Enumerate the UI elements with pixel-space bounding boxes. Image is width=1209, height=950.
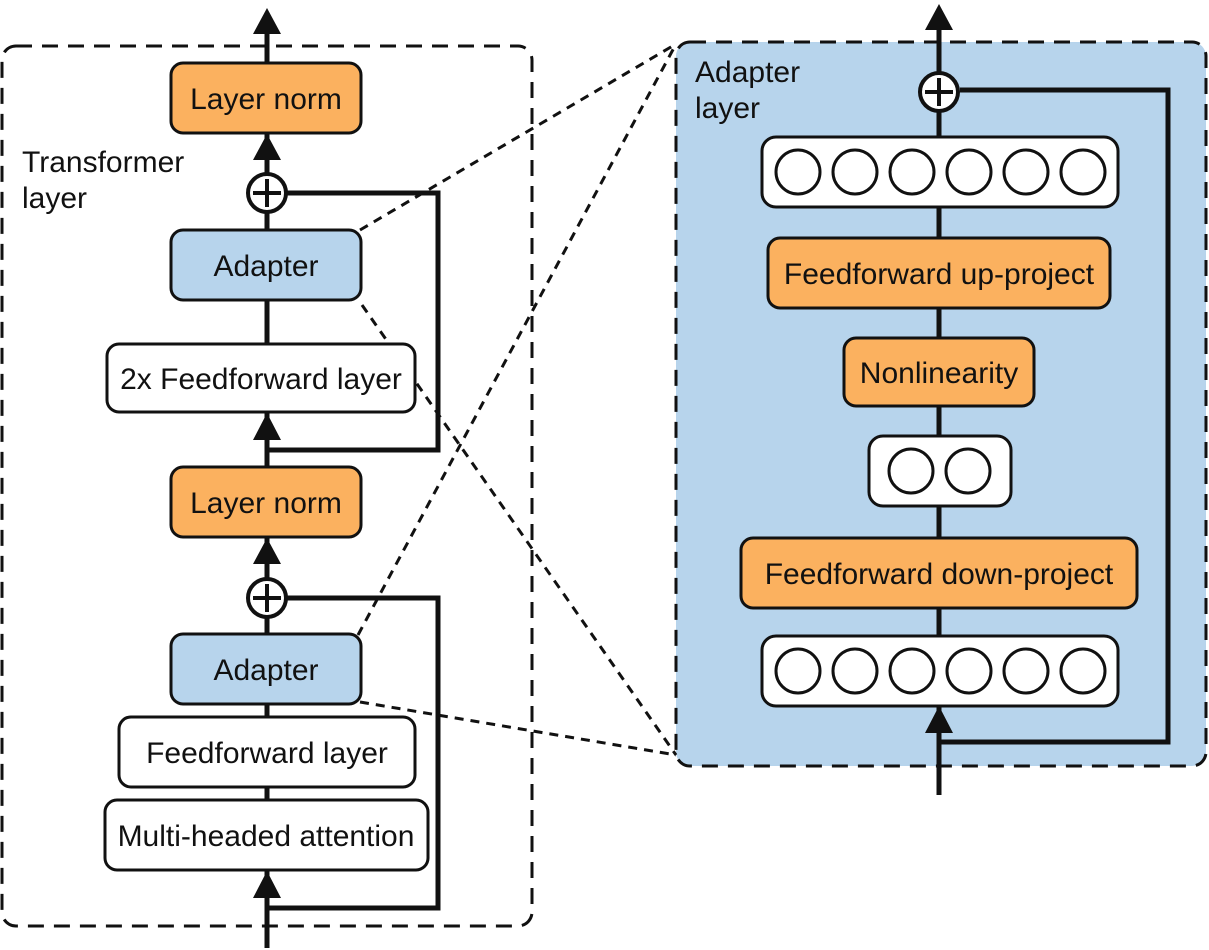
attention-box: Multi-headed attention	[103, 798, 430, 872]
neuron	[945, 148, 993, 196]
svg-text:Feedforward layer: Feedforward layer	[146, 737, 388, 770]
svg-text:Multi-headed attention: Multi-headed attention	[118, 820, 415, 853]
svg-text:Layer norm: Layer norm	[190, 83, 342, 116]
adapter-add-node	[918, 71, 960, 113]
transformer-layer-label-line2: layer	[22, 182, 87, 215]
upper-adapter-box: Adapter	[169, 228, 363, 302]
adapter-lower-neuron-row	[760, 634, 1120, 708]
svg-text:2x Feedforward layer: 2x Feedforward layer	[120, 363, 402, 396]
adapter-layer-label-line2: layer	[695, 92, 760, 125]
neuron	[944, 447, 992, 495]
neuron	[1059, 148, 1107, 196]
svg-text:Nonlinearity: Nonlinearity	[860, 357, 1018, 390]
transformer-input-arrow	[253, 871, 281, 898]
mid-layer-norm-box: Layer norm	[169, 465, 363, 539]
neuron	[1002, 647, 1050, 695]
adapter-output-arrow	[925, 4, 953, 30]
adapter-skip-connection	[939, 87, 1171, 745]
zoom-connector-lines	[356, 42, 678, 757]
transformer-upper-skip-connection	[267, 190, 441, 453]
neuron	[831, 647, 879, 695]
ff-2x-box: 2x Feedforward layer	[105, 342, 417, 414]
transformer-upper-add-node	[246, 172, 288, 214]
neuron	[888, 647, 936, 695]
arrow-into-top-layer-norm	[253, 134, 281, 160]
transformer-output-arrow	[253, 8, 281, 34]
neuron	[774, 647, 822, 695]
neuron	[888, 148, 936, 196]
transformer-layer-label-line1: Transformer	[22, 146, 184, 179]
neuron	[1002, 148, 1050, 196]
neuron	[887, 447, 935, 495]
svg-text:Layer norm: Layer norm	[190, 487, 342, 520]
neuron	[774, 148, 822, 196]
nonlinearity-box: Nonlinearity	[842, 336, 1036, 408]
adapter-bottleneck-neuron-row	[867, 434, 1013, 508]
neuron	[831, 148, 879, 196]
adapter-layer-label-line1: Adapter	[695, 56, 800, 89]
top-layer-norm-box: Layer norm	[169, 61, 363, 135]
svg-text:Feedforward down-project: Feedforward down-project	[765, 558, 1114, 591]
svg-text:Adapter: Adapter	[213, 654, 318, 687]
ff-up-project-box: Feedforward up-project	[766, 236, 1112, 310]
adapter-input-arrow	[925, 706, 953, 733]
transformer-lower-add-node	[246, 577, 288, 619]
adapter-upper-neuron-row	[760, 135, 1120, 209]
transformer-lower-skip-connection	[267, 595, 441, 911]
neuron	[1059, 647, 1107, 695]
arrow-into-mid-layer-norm	[253, 538, 281, 564]
svg-text:Feedforward up-project: Feedforward up-project	[784, 258, 1095, 291]
ff-down-project-box: Feedforward down-project	[739, 536, 1139, 610]
lower-adapter-box: Adapter	[169, 632, 363, 706]
svg-text:Adapter: Adapter	[213, 250, 318, 283]
neuron	[945, 647, 993, 695]
ff-layer-box: Feedforward layer	[117, 715, 417, 789]
arrow-into-ff-2x	[253, 413, 281, 440]
